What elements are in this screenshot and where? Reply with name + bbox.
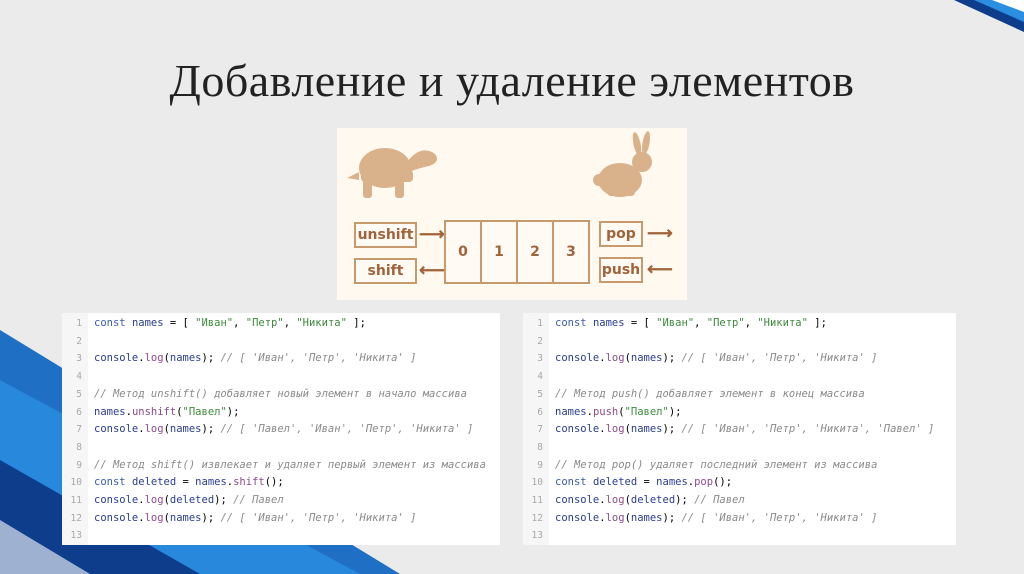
line-number: 13 [70, 530, 82, 542]
line-number: 11 [531, 495, 543, 506]
line-number: 13 [531, 530, 543, 542]
code-panel-push-pop: 1 const names = [ "Иван", "Петр", "Никита… [523, 313, 956, 545]
line-number: 9 [76, 459, 82, 471]
code-panel-unshift-shift: 1 const names = [ "Иван", "Петр", "Никита… [62, 313, 500, 545]
push-label: push [599, 257, 643, 283]
line-number: 7 [537, 424, 543, 436]
line-number: 5 [76, 388, 82, 400]
line-number: 2 [76, 335, 82, 347]
arrow-left-icon: ⟵ [419, 260, 445, 280]
array-methods-diagram: unshift ⟶ shift ⟵ 0 1 2 3 pop ⟶ push ⟵ [337, 128, 687, 300]
unshift-label: unshift [354, 222, 417, 248]
code-line: 5 // Метод push() добавляет элемент в кон… [523, 386, 865, 404]
code-line: 11 console.log(deleted); // Павел [523, 492, 745, 510]
code-text: console.log(names); // [ 'Иван', 'Петр',… [555, 352, 878, 365]
code-text: const deleted = names.pop(); [555, 476, 733, 489]
code-line: 1 const names = [ "Иван", "Петр", "Никита… [523, 315, 827, 333]
code-line: 1 const names = [ "Иван", "Петр", "Никита… [62, 315, 366, 333]
code-text: const deleted = names.shift(); [94, 476, 284, 489]
line-number: 3 [537, 353, 543, 365]
line-number: 1 [76, 318, 82, 329]
code-line: 5 // Метод unshift() добавляет новый элем… [62, 386, 467, 404]
code-line: 4 [523, 368, 555, 386]
line-number-gutter [62, 313, 88, 545]
array-cell: 3 [566, 244, 576, 260]
code-line: 7 console.log(names); // [ 'Иван', 'Петр'… [523, 421, 934, 439]
code-text: // Метод push() добавляет элемент в коне… [555, 387, 865, 400]
line-number: 10 [70, 477, 82, 489]
code-line: 12 console.log(names); // [ 'Иван', 'Петр… [523, 510, 878, 528]
code-line: 2 [523, 333, 555, 351]
line-number: 6 [76, 406, 82, 418]
code-text: names.push("Павел"); [555, 405, 682, 418]
code-text: console.log(names); // [ 'Иван', 'Петр',… [94, 511, 417, 524]
code-text: console.log(names); // [ 'Иван', 'Петр',… [555, 423, 935, 436]
animal-illustrations [347, 131, 652, 198]
code-line: 4 [62, 368, 94, 386]
code-text: // Метод unshift() добавляет новый элеме… [94, 387, 467, 400]
line-number: 7 [76, 424, 82, 436]
line-number: 8 [537, 441, 543, 453]
turtle-icon [347, 148, 437, 198]
code-text: // Метод shift() извлекает и удаляет пер… [94, 458, 486, 471]
line-number: 11 [70, 495, 82, 506]
line-number: 12 [531, 512, 543, 524]
code-line: 3 console.log(names); // [ 'Иван', 'Петр'… [523, 350, 877, 368]
code-line: 9 // Метод shift() извлекает и удаляет пе… [62, 457, 486, 475]
arrow-right-icon: ⟶ [647, 223, 673, 243]
code-line: 13 [523, 527, 555, 545]
code-text: const names = [ "Иван", "Петр", "Никита"… [94, 317, 366, 329]
array-cell: 2 [518, 222, 554, 282]
shift-label: shift [354, 258, 417, 284]
pop-label: pop [599, 221, 643, 247]
line-number: 4 [537, 371, 543, 383]
top-right-blue-decoration [954, 0, 1024, 32]
line-number-gutter [523, 313, 549, 545]
code-line: 6 names.unshift("Павел"); [62, 404, 239, 422]
code-line: 8 [62, 439, 94, 457]
array-cells: 0 1 2 3 [444, 220, 590, 284]
code-line: 3 console.log(names); // [ 'Иван', 'Петр'… [62, 350, 416, 368]
line-number: 3 [76, 353, 82, 365]
code-line: 13 [62, 527, 94, 545]
code-line: 2 [62, 333, 94, 351]
code-line: 12 console.log(names); // [ 'Иван', 'Петр… [62, 510, 417, 528]
arrow-right-icon: ⟶ [419, 224, 445, 244]
code-line: 8 [523, 439, 555, 457]
line-number: 4 [76, 371, 82, 383]
code-line: 10 const deleted = names.shift(); [62, 474, 284, 492]
line-number: 1 [537, 318, 543, 329]
arrow-left-icon: ⟵ [647, 259, 673, 279]
code-text: console.log(names); // [ 'Иван', 'Петр',… [555, 511, 878, 524]
code-text: console.log(deleted); // Павел [94, 494, 284, 506]
code-line: 11 console.log(deleted); // Павел [62, 492, 284, 510]
code-line: 6 names.push("Павел"); [523, 404, 681, 422]
code-text: names.unshift("Павел"); [94, 405, 240, 418]
line-number: 5 [537, 388, 543, 400]
code-line: 10 const deleted = names.pop(); [523, 474, 733, 492]
array-cell: 0 [446, 222, 482, 282]
slide-title: Добавление и удаление элементов [169, 55, 855, 106]
line-number: 2 [537, 335, 543, 347]
rabbit-icon [593, 131, 652, 197]
code-line: 9 // Метод pop() удаляет последний элемен… [523, 457, 877, 475]
code-text: console.log(names); // [ 'Иван', 'Петр',… [94, 352, 417, 365]
line-number: 8 [76, 441, 82, 453]
code-line: 7 console.log(names); // [ 'Павел', 'Иван… [62, 421, 473, 439]
array-cell: 1 [482, 222, 518, 282]
code-text: // Метод pop() удаляет последний элемент… [555, 458, 878, 471]
code-text: const names = [ "Иван", "Петр", "Никита"… [555, 317, 827, 329]
line-number: 6 [537, 406, 543, 418]
code-text: console.log(deleted); // Павел [555, 494, 745, 506]
line-number: 12 [70, 512, 82, 524]
line-number: 9 [537, 459, 543, 471]
code-text: console.log(names); // [ 'Павел', 'Иван'… [94, 423, 474, 436]
line-number: 10 [531, 477, 543, 489]
